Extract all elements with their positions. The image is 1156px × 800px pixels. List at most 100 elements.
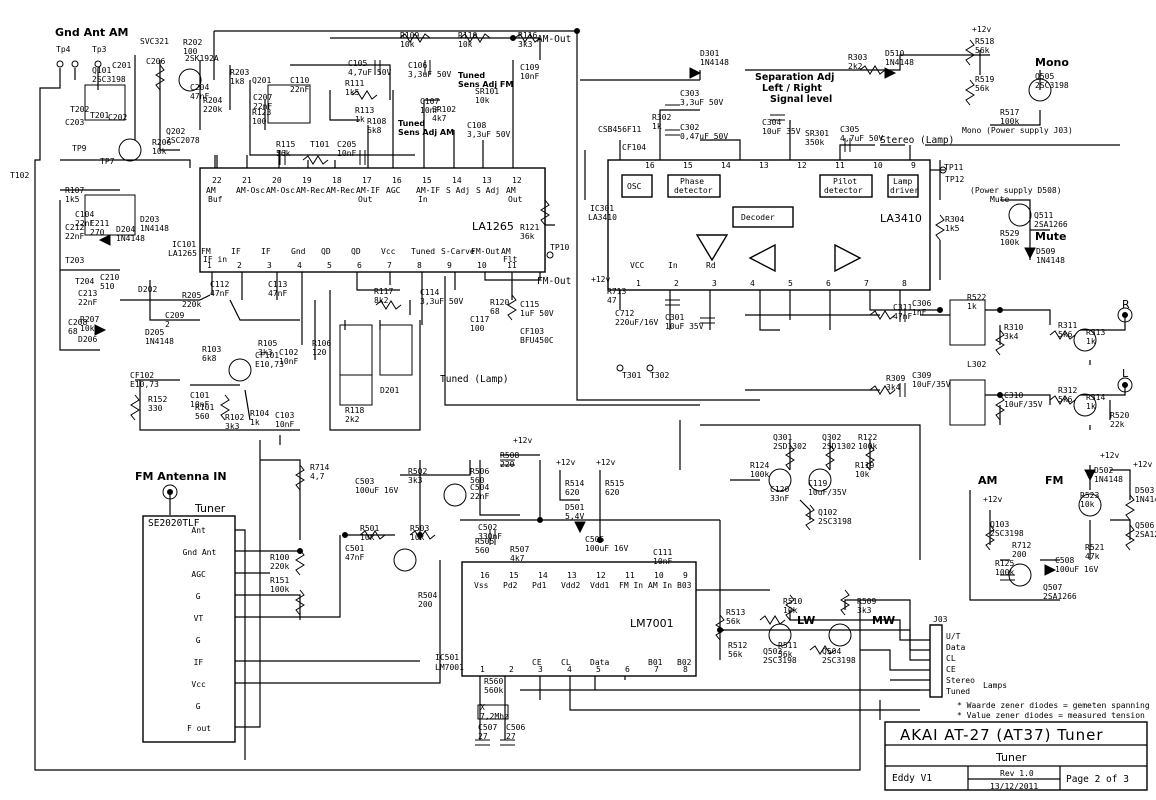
title-block: AKAI AT-27 (AT37) Tuner Tuner Eddy V1 Re…	[884, 721, 1148, 791]
stereo-lamp-label: Stereo (Lamp)	[880, 135, 954, 146]
part-ref-label: R302	[652, 113, 671, 122]
part-ref-label: R207	[80, 315, 99, 324]
part-value-label: 560	[475, 546, 490, 555]
phase-label-1: Phase	[680, 177, 704, 186]
part-ref-label: R712	[1012, 541, 1031, 550]
part-value-label: 10uF/35V	[1004, 400, 1043, 409]
part-value-label: 2k2	[848, 62, 863, 71]
amp-triangle-2	[748, 243, 776, 273]
part-ref-label: R205	[182, 291, 201, 300]
part-value-label: 4,7	[310, 472, 325, 481]
am-out-label: AM-Out	[537, 34, 571, 45]
right-output-label: R	[1122, 298, 1130, 311]
part-ref-label: R509	[857, 597, 876, 606]
tuner-pin-label: G	[196, 592, 201, 601]
part-ref-label: C205	[337, 140, 356, 149]
part-ref-label: T203	[65, 256, 84, 265]
lm7001-pin-number: 5	[596, 665, 601, 674]
part-ref-label: D205	[145, 328, 164, 337]
part-ref-label: C301	[665, 313, 684, 322]
part-value-label: 1k	[250, 418, 260, 427]
decoder-label: Decoder	[741, 213, 775, 222]
part-ref-label: T202	[70, 105, 89, 114]
part-value-label: 10k	[400, 40, 415, 49]
part-ref-label: Q102	[818, 508, 837, 517]
part-ref-label: C213	[78, 289, 97, 298]
part-value-label: 68	[490, 307, 500, 316]
signal-level-heading: Signal level	[770, 94, 832, 105]
part-value-label: 2SC2078	[166, 136, 200, 145]
part-ref-label: C303	[680, 89, 699, 98]
part-ref-label: C119	[808, 479, 827, 488]
part-value-label: 100	[470, 324, 485, 333]
part-ref-label: R508	[500, 451, 519, 460]
tuned-am-heading: Tuned	[398, 119, 425, 128]
part-ref-label: R529	[1000, 229, 1019, 238]
la1265-pin-number: 6	[357, 261, 362, 270]
lm7001-pin-number: 1	[480, 665, 485, 674]
fm-antenna-heading: FM Antenna IN	[135, 470, 227, 483]
part-ref-label: R505	[475, 537, 494, 546]
part-value-label: 510	[100, 282, 115, 291]
part-ref-label: Q506	[1135, 521, 1154, 530]
la1265-pin-name: AGC	[386, 186, 401, 195]
part-value-label: 3k3	[225, 422, 240, 431]
la3410-pin-number: 14	[721, 161, 731, 170]
part-value-label: 200	[418, 600, 433, 609]
part-value-label: 220	[500, 460, 515, 469]
part-ref-label: C110	[290, 76, 309, 85]
plus12v-label: +12v	[591, 275, 610, 284]
part-ref-label: Q202	[166, 127, 185, 136]
part-ref-label: C105	[348, 59, 367, 68]
part-value-label: 10uF/35V	[912, 380, 951, 389]
part-value-label: 22nF	[290, 85, 309, 94]
la3410-pin-number: 8	[902, 279, 907, 288]
part-ref-label: C206	[146, 57, 165, 66]
la1265-ref: IC101	[172, 240, 196, 249]
part-ref-label: SR301	[805, 129, 829, 138]
la1265-pin-name: Out	[508, 195, 523, 204]
part-ref-label: R106	[312, 339, 331, 348]
part-ref-label: T201	[90, 111, 109, 120]
la1265-pin-number: 5	[327, 261, 332, 270]
la1265-pin-number: 3	[267, 261, 272, 270]
part-ref-label: R116	[518, 31, 537, 40]
part-ref-label: CF101	[255, 351, 279, 360]
part-value-label: 3,3uF 50V	[680, 98, 724, 107]
part-ref-label: R303	[848, 53, 867, 62]
part-ref-label: R123	[252, 108, 271, 117]
part-ref-label: R107	[65, 186, 84, 195]
part-value-label: 10uF/35V	[808, 488, 847, 497]
part-ref-label: C502	[478, 523, 497, 532]
la1265-pin-name: Buf	[208, 195, 223, 204]
lm7001-pin-name: Vdd2	[561, 581, 580, 590]
la3410-pin-number: 16	[645, 161, 655, 170]
lamp-driver-block	[887, 174, 919, 198]
part-value-label: 1N4148	[116, 234, 145, 243]
la3410-ref2: LA3410	[588, 213, 617, 222]
la1265-pin-name: QD	[321, 247, 331, 256]
la1265-pin-name: IF	[261, 247, 271, 256]
la1265-top-pins: 22AMBuf21AM-Osc20AM-Osc19AM-Rec18AM-Rec1…	[206, 176, 523, 204]
part-ref-label: T102	[10, 171, 29, 180]
part-ref-label: C306	[912, 299, 931, 308]
la3410-pin-number: 5	[788, 279, 793, 288]
part-ref-label: R152	[148, 395, 167, 404]
la1265-pin-number: 12	[512, 176, 522, 185]
part-ref-label: R510	[783, 597, 802, 606]
part-ref-label: R122	[858, 433, 877, 442]
part-ref-label: R713	[607, 287, 626, 296]
fm-heading: FM	[1045, 474, 1063, 487]
la3410-pin-name: In	[668, 261, 678, 270]
part-ref-label: R117	[374, 287, 393, 296]
part-ref-label: Q301	[773, 433, 792, 442]
la1265-pin-number: 4	[297, 261, 302, 270]
tuner-title: Tuner	[194, 502, 226, 515]
part-value-label: 1k	[652, 122, 662, 131]
part-ref-label: CF102	[130, 371, 154, 380]
lm7001-pin-name: Vdd1	[590, 581, 609, 590]
part-ref-label: D201	[380, 386, 399, 395]
part-ref-label: R501	[360, 524, 379, 533]
